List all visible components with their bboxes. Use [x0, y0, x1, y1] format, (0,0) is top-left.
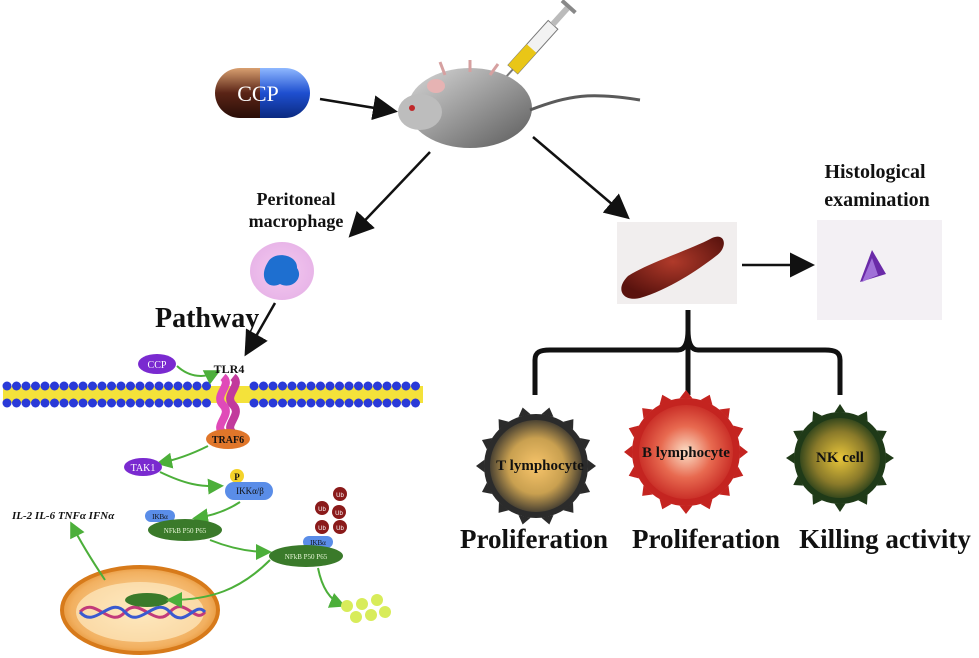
cell-name-b: B lymphocyte	[642, 445, 730, 461]
ccp-node-label: CCP	[148, 360, 167, 371]
cell-name-t: T lymphocyte	[496, 458, 584, 474]
b-lymphocyte-cell	[632, 398, 740, 506]
arrow-tak1-to-ikk	[159, 471, 224, 495]
ikk-label: IKKα/β	[236, 486, 264, 496]
outcome-t: Proliferation	[460, 524, 608, 554]
cell-name-nk: NK cell	[816, 450, 864, 466]
arrow-complex2-to-degradation	[317, 567, 346, 608]
tak1-label: TAK1	[131, 463, 156, 474]
nk-cell	[794, 412, 886, 504]
arrow-mouse-to-spleen	[532, 136, 630, 220]
ccp-node	[138, 354, 176, 374]
arrow-ccp-to-tlr4	[176, 365, 221, 385]
capsule-label: CCP	[237, 81, 279, 106]
histological-label: Histological	[824, 161, 926, 183]
svg-text:Ub: Ub	[318, 507, 326, 513]
nfkb-complex-2	[269, 545, 343, 567]
svg-text:Ub: Ub	[318, 526, 326, 532]
ikb-node-1	[145, 510, 175, 522]
ikb-label-2: IKBα	[310, 539, 326, 547]
svg-text:Ub: Ub	[336, 493, 344, 499]
arrow-macrophage-to-pathway	[244, 302, 277, 357]
ub-cluster: Ub Ub Ub Ub Ub	[315, 487, 347, 534]
nfkb-complex-1	[148, 519, 222, 541]
cytokines-label: IL-2 IL-6 TNFα IFNα	[11, 510, 115, 522]
degraded-particles	[341, 594, 391, 623]
arrow-complex1-to-complex2	[209, 539, 272, 560]
nucleus	[60, 565, 220, 655]
tlr4-receptor	[216, 373, 240, 437]
histology-image	[817, 220, 942, 320]
arrow-traf6-to-tak1	[156, 445, 209, 469]
ikb-node-2	[303, 536, 333, 548]
arrow-mouse-to-macrophage	[348, 151, 431, 238]
svg-text:Ub: Ub	[335, 511, 343, 517]
macrophage-icon	[250, 242, 314, 300]
peritoneal-label: Peritoneal	[257, 189, 336, 209]
ikb-label-1: IKBα	[152, 513, 168, 521]
tlr4-label: TLR4	[214, 362, 245, 376]
pathway-label: Pathway	[155, 303, 259, 334]
traf6-node	[206, 429, 250, 449]
examination-label: examination	[824, 189, 930, 211]
outcome-nk: Killing activity	[799, 524, 971, 554]
arrow-nucleus-to-cytokines	[70, 521, 106, 581]
spleen-image	[617, 222, 737, 304]
outcome-b: Proliferation	[632, 524, 780, 554]
cell-membrane	[2, 381, 423, 408]
nfkb-complex-label-1: NFkB P50 P65	[164, 527, 207, 535]
ikk-node	[225, 482, 273, 500]
ccp-capsule: CCP	[215, 68, 310, 118]
p-label: P	[234, 472, 240, 482]
arrow-ikk-to-complex	[192, 501, 241, 525]
tak1-node	[124, 458, 162, 476]
macrophage-label: macrophage	[249, 211, 344, 231]
arrow-capsule-to-mouse	[319, 95, 398, 121]
syringe-icon	[498, 0, 577, 85]
traf6-label: TRAF6	[212, 435, 244, 446]
mouse-icon	[398, 60, 641, 148]
nfkb-complex-label-2: NFkB P50 P65	[285, 553, 328, 561]
svg-text:Ub: Ub	[336, 526, 344, 532]
arrow-nfkb-to-nucleus	[166, 559, 271, 608]
t-lymphocyte-cell	[484, 414, 588, 518]
p-node	[230, 469, 244, 483]
spleen-bracket	[532, 310, 843, 395]
